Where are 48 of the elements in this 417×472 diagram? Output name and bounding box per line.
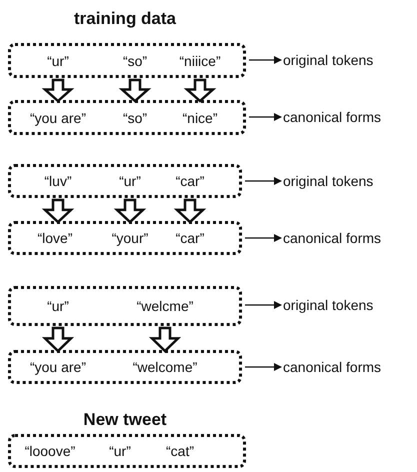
token-text: “ur”: [119, 173, 141, 189]
row-label: original tokens: [283, 52, 374, 68]
block-arrow: [42, 326, 74, 353]
row-label: original tokens: [283, 173, 374, 189]
row-label: canonical forms: [283, 359, 382, 375]
token-text: “you are”: [30, 359, 86, 375]
arrow: [245, 301, 282, 309]
heading: training data: [74, 9, 176, 29]
token-text: “so”: [122, 110, 148, 126]
arrow: [249, 113, 282, 121]
block-arrow: [114, 198, 146, 224]
block-arrow: [118, 78, 152, 103]
token-text: “car”: [176, 173, 204, 189]
token-text: “love”: [38, 230, 72, 246]
token-text: “car”: [176, 230, 204, 246]
row-label: canonical forms: [283, 109, 382, 125]
block-arrow: [184, 78, 216, 103]
token-text: “ur”: [109, 443, 131, 459]
token-text: “luv”: [44, 173, 72, 189]
token-text: “ur”: [47, 52, 69, 68]
dotted-box: [8, 286, 242, 326]
token-text: “you are”: [30, 110, 86, 126]
token-text: “your”: [112, 230, 148, 246]
dotted-box: [8, 164, 242, 198]
arrow: [245, 177, 282, 185]
dotted-box: [8, 434, 246, 468]
block-arrow: [148, 326, 182, 353]
arrow: [249, 56, 282, 64]
heading: New tweet: [83, 410, 167, 430]
row-label: canonical forms: [283, 230, 382, 246]
dotted-box: [8, 43, 246, 78]
arrow: [245, 234, 282, 242]
dotted-box: [8, 100, 246, 135]
arrow: [245, 363, 282, 371]
token-text: “niiice”: [179, 52, 221, 68]
token-text: “nice”: [182, 110, 218, 126]
dotted-box: [8, 221, 242, 255]
token-text: “looove”: [24, 443, 76, 459]
token-text: “welcome”: [132, 359, 198, 375]
dotted-box: [8, 350, 242, 384]
token-text: “so”: [122, 52, 148, 68]
block-arrow: [42, 198, 74, 224]
token-text: “welcme”: [136, 298, 194, 314]
block-arrow: [174, 198, 206, 224]
token-text: “ur”: [47, 298, 69, 314]
token-text: “cat”: [166, 443, 194, 459]
block-arrow: [42, 78, 74, 103]
row-label: original tokens: [283, 297, 374, 313]
